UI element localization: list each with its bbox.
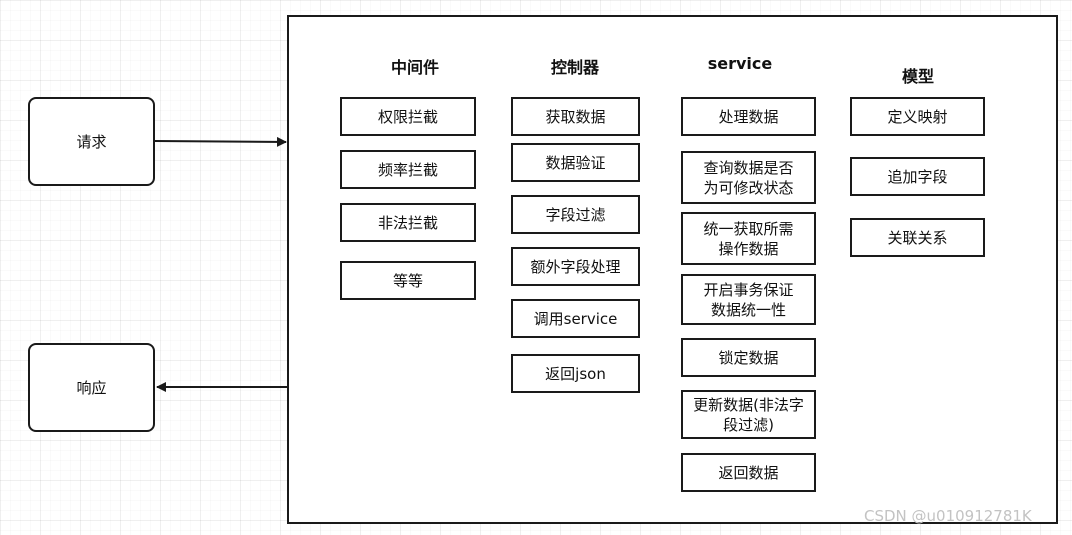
middleware-title: 中间件	[390, 58, 439, 77]
model-item: 追加字段	[850, 157, 985, 196]
middleware-item: 频率拦截	[340, 150, 476, 189]
response-label: 响应	[76, 379, 107, 397]
response-node: 响应	[28, 343, 155, 432]
controller-item: 返回json	[511, 354, 640, 393]
model-title: 模型	[901, 67, 934, 86]
service-item: 处理数据	[681, 97, 816, 136]
controller-title: 控制器	[550, 58, 599, 77]
controller-item: 额外字段处理	[511, 247, 640, 286]
request-label: 请求	[76, 133, 107, 151]
request-arrow	[154, 136, 287, 147]
controller-item: 获取数据	[511, 97, 640, 136]
watermark: CSDN @u010912781K	[864, 507, 1032, 525]
service-item: 统一获取所需操作数据	[681, 212, 816, 265]
controller-item: 字段过滤	[511, 195, 640, 234]
service-item: 开启事务保证数据统一性	[681, 274, 816, 325]
service-title: service	[707, 54, 773, 73]
middleware-item: 权限拦截	[340, 97, 476, 136]
middleware-item: 非法拦截	[340, 203, 476, 242]
service-item: 锁定数据	[681, 338, 816, 377]
service-item: 返回数据	[681, 453, 816, 492]
service-item: 更新数据(非法字段过滤)	[681, 390, 816, 439]
model-item: 定义映射	[850, 97, 985, 136]
controller-item: 数据验证	[511, 143, 640, 182]
model-item: 关联关系	[850, 218, 985, 257]
controller-item: 调用service	[511, 299, 640, 338]
service-item: 查询数据是否为可修改状态	[681, 151, 816, 204]
middleware-item: 等等	[340, 261, 476, 300]
request-node: 请求	[28, 97, 155, 186]
